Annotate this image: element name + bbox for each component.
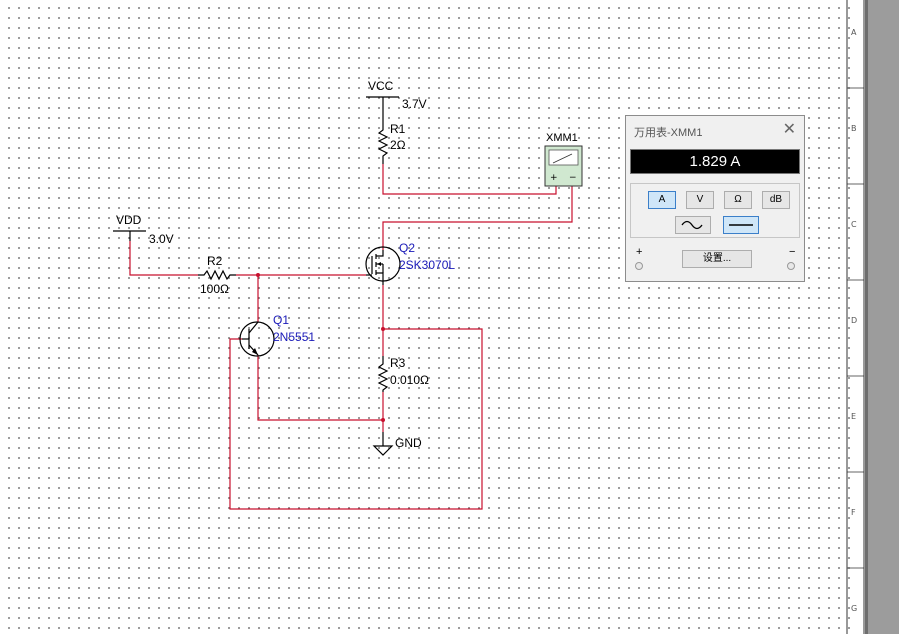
resistor-r3[interactable]: R3 0.010Ω xyxy=(377,356,429,392)
q1-ref: Q1 xyxy=(273,313,289,327)
plus-terminal[interactable] xyxy=(635,262,643,270)
mode-ammeter-button[interactable]: A xyxy=(648,191,676,209)
vcc-value: 3.7V xyxy=(402,97,427,111)
r3-ref: R3 xyxy=(390,356,406,370)
resistor-r1[interactable]: R1 2Ω xyxy=(377,122,406,164)
q2-model: 2SK3070L xyxy=(399,258,455,272)
ruler-letter-c: C xyxy=(851,220,857,229)
sheet-border-ruler xyxy=(846,0,865,634)
vdd-supply[interactable]: VDD 3.0V xyxy=(113,213,174,246)
multimeter-xmm1-symbol[interactable]: XMM1 + − xyxy=(544,132,583,187)
ruler-letter-f: F xyxy=(851,508,856,517)
mode-ohmmeter-button[interactable]: Ω xyxy=(724,191,752,209)
close-icon[interactable]: ✕ xyxy=(782,121,796,138)
plus-terminal-label: + xyxy=(636,246,643,258)
xmm1-plus-terminal-label: + xyxy=(550,173,558,183)
multimeter-control-panel: A V Ω dB xyxy=(630,183,800,238)
ruler-letter-g: G xyxy=(851,604,858,613)
ac-mode-button[interactable] xyxy=(675,216,711,234)
ruler-letter-b: B xyxy=(851,124,857,133)
junction-dots xyxy=(256,273,385,422)
off-sheet-area xyxy=(865,0,899,634)
off-sheet-edge xyxy=(865,0,868,634)
mode-voltmeter-button[interactable]: V xyxy=(686,191,714,209)
xmm1-ref: XMM1 xyxy=(546,132,578,144)
multimeter-window-title: 万用表-XMM1 xyxy=(634,127,703,139)
multimeter-display: 1.829 A xyxy=(630,149,800,174)
schematic-canvas[interactable]: VCC 3.7V R1 2Ω VDD 3.0V R2 100Ω xyxy=(0,0,855,634)
ground[interactable]: GND xyxy=(372,432,422,456)
wire-network xyxy=(129,164,573,510)
r2-value: 100Ω xyxy=(200,282,229,296)
q1-model: 2N5551 xyxy=(273,330,315,344)
minus-terminal[interactable] xyxy=(787,262,795,270)
settings-button[interactable]: 设置... xyxy=(682,250,752,268)
vdd-value: 3.0V xyxy=(149,232,174,246)
resistor-r2[interactable]: R2 100Ω xyxy=(198,254,236,296)
xmm1-minus-terminal-label: − xyxy=(569,173,577,183)
r1-value: 2Ω xyxy=(390,138,406,152)
dc-mode-button[interactable] xyxy=(723,216,759,234)
sine-wave-icon xyxy=(681,220,703,230)
r3-value: 0.010Ω xyxy=(390,373,429,387)
r1-ref: R1 xyxy=(390,122,406,136)
vcc-label: VCC xyxy=(368,79,394,93)
ruler-letter-d: D xyxy=(851,316,858,325)
ruler-letter-e: E xyxy=(851,412,857,421)
gnd-label: GND xyxy=(395,436,422,450)
schematic-workspace[interactable] xyxy=(0,0,855,634)
bjt-q1[interactable]: Q1 2N5551 xyxy=(239,313,315,357)
mode-decibel-button[interactable]: dB xyxy=(762,191,790,209)
multimeter-window[interactable]: 万用表-XMM1 ✕ 1.829 A A V Ω dB + 设置... − xyxy=(625,115,805,282)
vdd-label: VDD xyxy=(116,213,142,227)
q2-ref: Q2 xyxy=(399,241,415,255)
r2-ref: R2 xyxy=(207,254,223,268)
dc-line-icon xyxy=(729,224,753,226)
ruler-letter-a: A xyxy=(851,28,857,37)
vcc-supply[interactable]: VCC 3.7V xyxy=(366,79,427,122)
minus-terminal-label: − xyxy=(789,246,796,258)
mosfet-q2[interactable]: Q2 2SK3070L xyxy=(365,241,455,285)
